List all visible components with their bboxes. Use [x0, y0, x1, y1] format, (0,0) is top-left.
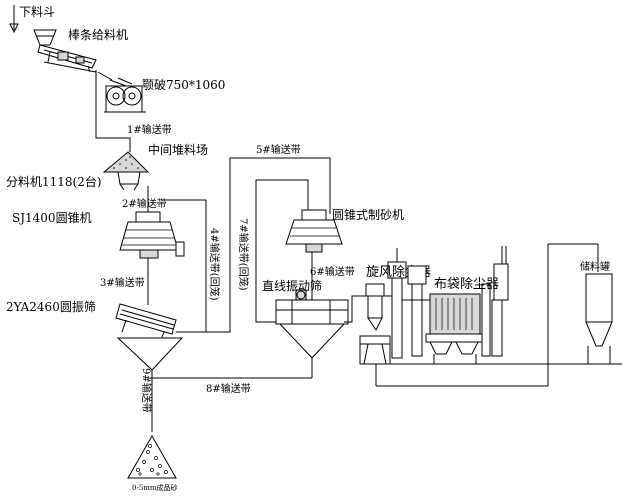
belt4-label: 4#输送带(回笼) — [208, 228, 221, 301]
belt1-line — [95, 70, 131, 152]
splitter-icon — [117, 171, 141, 191]
hopper-label: 下料斗 — [19, 5, 55, 19]
screen-label: 2YA2460圆振筛 — [6, 299, 96, 314]
cone-crusher-icon — [119, 211, 185, 259]
stockpile-label: 中间堆料场 — [148, 142, 208, 157]
belt7-label: 7#输送带(回笼) — [237, 218, 250, 291]
cyclone-dust-collector-icon — [344, 248, 407, 365]
belt8-label: 8#输送带 — [206, 382, 251, 395]
sand-maker-icon — [285, 209, 343, 253]
product-label: 0-5mm成品砂 — [132, 483, 178, 492]
silo-label: 储料罐 — [580, 260, 610, 273]
feeder-label: 棒条给料机 — [68, 28, 128, 42]
silo-icon — [585, 273, 613, 364]
belt5-label: 5#输送带 — [256, 143, 301, 156]
belt5-line — [206, 157, 331, 333]
cone-crusher-label: SJ1400圆锥机 — [12, 211, 92, 225]
hopper-icon — [9, 5, 57, 46]
linear-screen-label: 直线振动筛 — [262, 278, 322, 293]
belt3-label: 3#输送带 — [100, 276, 145, 289]
vibrating-feeder-icon — [37, 44, 97, 73]
jaw-crusher-label: 颚破750*1060 — [142, 77, 225, 92]
belt6-label: 6#输送带 — [310, 265, 355, 278]
bag-filter-icon — [402, 246, 509, 364]
belt4-line — [162, 199, 207, 333]
sand-pile-icon — [127, 434, 177, 479]
vibrating-screen-icon — [115, 303, 184, 371]
linear-screen-icon — [275, 289, 349, 378]
belt7-line — [255, 179, 309, 323]
splitter-label: 分料机1118(2台) — [6, 174, 102, 189]
jaw-crusher-icon — [97, 71, 146, 113]
bag-filter-label: 布袋除尘器 — [434, 277, 499, 292]
belt2-label: 2#输送带 — [122, 197, 167, 210]
sand-maker-label: 圆锥式制砂机 — [332, 208, 404, 222]
stockpile-icon — [102, 151, 150, 173]
belt1-label: 1#输送带 — [127, 123, 172, 136]
belt9-label: 9#输送带 — [140, 368, 153, 413]
